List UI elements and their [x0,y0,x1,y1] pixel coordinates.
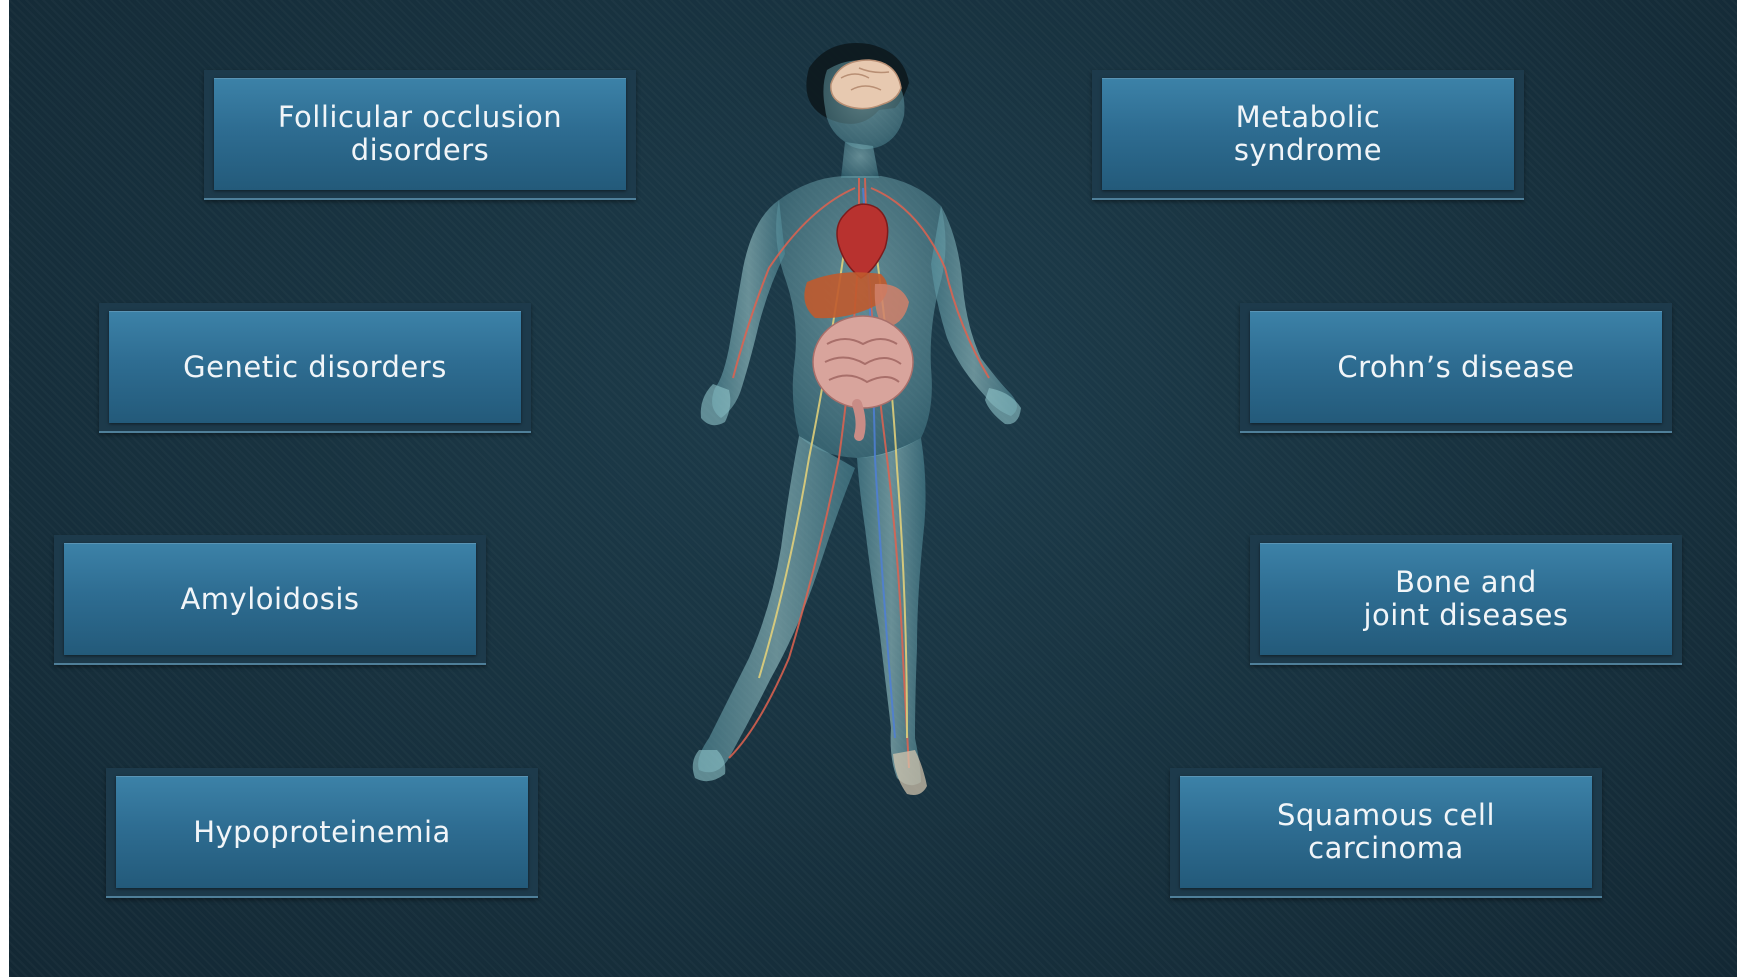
box-label: Bone and joint diseases [1363,566,1568,632]
left-arm-shape [712,200,785,418]
box-metabolic-syndrome: Metabolic syndrome [1092,70,1524,200]
box-squamous-cell-carcinoma: Squamous cell carcinoma [1170,768,1602,898]
box-label: Follicular occlusion disorders [278,101,562,167]
left-hand-shape [701,384,731,425]
box-amyloidosis: Amyloidosis [54,535,486,665]
left-foot-shape [693,750,726,781]
left-leg-shape [698,436,855,772]
diagram-slide: Follicular occlusion disorders Genetic d… [9,0,1737,977]
box-label: Genetic disorders [183,351,447,384]
right-arm-shape [931,206,1017,416]
box-follicular-occlusion-disorders: Follicular occlusion disorders [204,70,636,200]
box-label: Amyloidosis [180,583,359,616]
human-body-anatomy-figure [659,38,1079,858]
box-bone-and-joint-diseases: Bone and joint diseases [1250,535,1682,665]
box-label: Crohn’s disease [1337,351,1574,384]
box-label: Hypoproteinemia [193,816,451,849]
box-label: Metabolic syndrome [1234,101,1382,167]
box-label: Squamous cell carcinoma [1277,799,1495,865]
right-hand-shape [985,388,1021,424]
box-hypoproteinemia: Hypoproteinemia [106,768,538,898]
box-genetic-disorders: Genetic disorders [99,303,531,433]
box-crohns-disease: Crohn’s disease [1240,303,1672,433]
right-foot-shape [893,750,927,795]
